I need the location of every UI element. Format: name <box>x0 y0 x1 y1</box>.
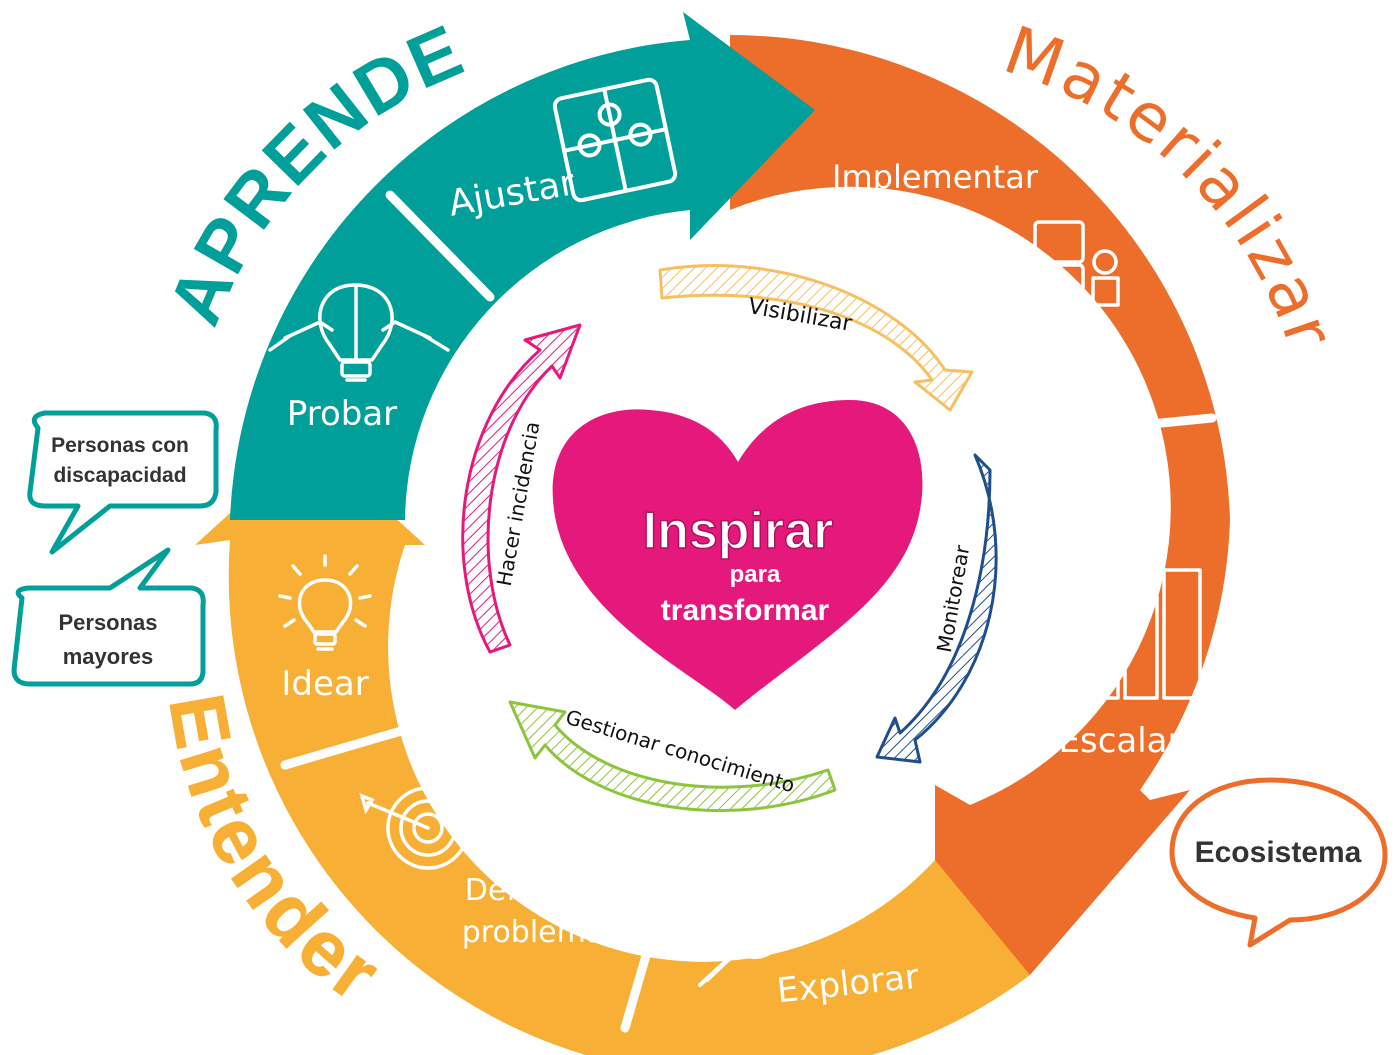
lightbulb-icon <box>278 554 372 651</box>
divider <box>1065 413 1217 437</box>
monitorear-arrow <box>875 453 998 764</box>
center-para: para <box>730 561 781 588</box>
bubble-ecosistema: Ecosistema <box>1169 777 1388 948</box>
step-definir-line1: Definir el <box>465 873 601 908</box>
bubble-mayores-line2: mayores <box>63 644 154 669</box>
step-idear: Idear <box>281 664 368 704</box>
heart-shape <box>552 400 923 710</box>
magnifier-icon <box>698 901 784 987</box>
kid-podium-icon <box>1086 507 1202 700</box>
divider <box>385 190 495 302</box>
bubble-discapacidad: Personas con discapacidad <box>27 410 219 555</box>
step-implementar: Implementar <box>832 158 1039 196</box>
bubble-ecosistema-text: Ecosistema <box>1195 836 1362 869</box>
divider <box>280 719 430 770</box>
materializar-band <box>730 34 1230 976</box>
visibilizar-arrow <box>658 264 974 412</box>
lightbulb-puzzle-icon <box>268 283 450 382</box>
center-transformar: transformar <box>661 594 830 627</box>
bubble-mayores-line1: Personas <box>58 610 157 635</box>
team-blocks-icon <box>998 220 1120 309</box>
center-inspirar: Inspirar <box>643 502 834 560</box>
step-definir-line2: problema <box>462 915 605 950</box>
entender-band <box>195 440 1030 1055</box>
bubble-discapacidad-line2: discapacidad <box>53 464 186 487</box>
puzzle-icon <box>552 77 678 203</box>
target-icon <box>359 786 470 870</box>
gestionar-arrow <box>508 700 837 813</box>
step-probar: Probar <box>287 394 397 434</box>
bubble-discapacidad-line1: Personas con <box>51 434 189 457</box>
bubble-mayores: Personas mayores <box>11 547 206 687</box>
divider <box>620 885 670 1033</box>
step-escalar: Escalar <box>1059 721 1182 761</box>
hacer-incidencia-arrow <box>461 323 582 654</box>
